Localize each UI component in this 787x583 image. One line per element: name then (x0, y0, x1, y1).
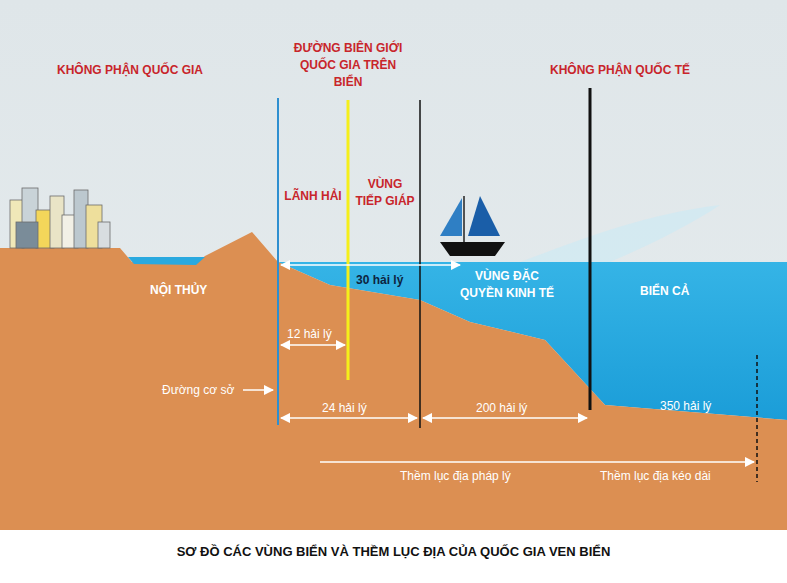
ground (0, 232, 787, 530)
zone-label: BIỂN CẢ (640, 283, 689, 300)
dimension-label: 12 hải lý (287, 326, 332, 343)
caption: SƠ ĐỒ CÁC VÙNG BIỂN VÀ THỀM LỤC ĐỊA CỦA … (0, 543, 787, 560)
airspace-label: KHÔNG PHẬN QUỐC GIA (57, 62, 203, 79)
border-label: ĐƯỜNG BIÊN GIỚI QUỐC GIA TRÊN BIỂN (288, 40, 408, 91)
eez-line (589, 88, 592, 410)
airspace-label: KHÔNG PHẬN QUỐC TẾ (550, 62, 690, 79)
shelf-label: Thềm lục địa kéo dài (600, 468, 711, 485)
wave (520, 205, 720, 262)
extended-shelf-line (756, 355, 758, 482)
dimension-label: 350 hải lý (660, 398, 711, 415)
shelf-label: Thềm lục địa pháp lý (400, 468, 511, 485)
dimension-label: 30 hải lý (356, 272, 403, 289)
city (10, 188, 110, 248)
zone-label: VÙNG ĐẶC QUYỀN KINH TẾ (460, 268, 554, 302)
dimension-arrows (243, 265, 754, 462)
inner-water (128, 257, 205, 265)
border-line (347, 100, 350, 380)
sky (0, 0, 787, 530)
dimension-label: 24 hải lý (322, 400, 367, 417)
contiguous-line (419, 100, 421, 428)
callout-label: Đường cơ sở (162, 382, 234, 399)
dimension-label: 200 hải lý (476, 400, 527, 417)
zone-label: LÃNH HẢI (283, 188, 343, 205)
baseline-line (277, 98, 279, 425)
zone-label: VÙNG TIẾP GIÁP (354, 176, 416, 210)
zone-label: NỘI THỦY (150, 282, 207, 299)
boat (440, 196, 505, 256)
